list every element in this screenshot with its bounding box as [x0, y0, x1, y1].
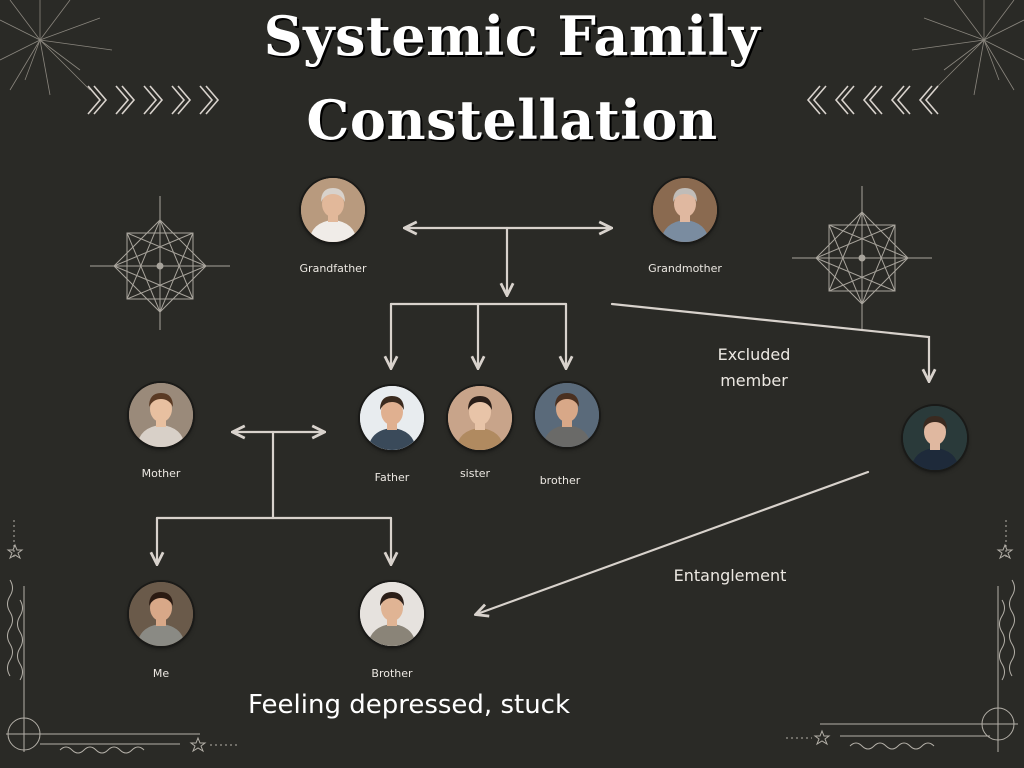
geometric-star-ornament-right — [792, 186, 932, 330]
footer-text: Feeling depressed, stuck — [248, 690, 571, 720]
chevron-ornament-right — [806, 85, 939, 115]
me-label: Me — [152, 667, 170, 680]
starburst-ornament-right — [911, 0, 1024, 96]
grandfather-label: Grandfather — [299, 262, 367, 275]
entanglement-note: Entanglement — [673, 566, 787, 585]
portrait-silhouette — [129, 383, 193, 447]
portrait-silhouette — [903, 406, 967, 470]
mother-photo — [129, 383, 193, 447]
portrait-silhouette — [360, 386, 424, 450]
brother-photo — [535, 383, 599, 447]
brother-child-photo — [360, 582, 424, 646]
excluded-member-photo — [903, 406, 967, 470]
father-photo — [360, 386, 424, 450]
excluded-note-line-2: member — [720, 371, 788, 390]
starburst-ornament-left — [0, 0, 113, 96]
arrow-to-excluded-member — [610, 302, 929, 380]
me-photo — [129, 582, 193, 646]
portrait-silhouette — [129, 582, 193, 646]
portrait-silhouette — [535, 383, 599, 447]
excluded-note-line-1: Excluded — [717, 345, 791, 364]
corner-frame-bottom-left — [6, 520, 238, 754]
mother-label: Mother — [141, 467, 181, 480]
portrait-silhouette — [448, 386, 512, 450]
sister-label: sister — [459, 467, 491, 480]
title-line-2: Constellation — [306, 88, 718, 152]
sister-photo — [448, 386, 512, 450]
grandfather-photo — [301, 178, 365, 242]
father-label: Father — [374, 471, 410, 484]
entanglement-arrow — [477, 470, 870, 614]
title-line-1: Systemic Family — [263, 4, 761, 68]
portrait-silhouette — [360, 582, 424, 646]
brother-label: brother — [539, 474, 581, 487]
chevron-ornament-left — [87, 85, 220, 115]
corner-frame-bottom-right — [786, 520, 1018, 752]
portrait-silhouette — [301, 178, 365, 242]
brother-child-label: Brother — [371, 667, 413, 680]
geometric-star-ornament-left — [90, 196, 230, 330]
grandmother-photo — [653, 178, 717, 242]
grandmother-label: Grandmother — [648, 262, 722, 275]
portrait-silhouette — [653, 178, 717, 242]
excluded-member-note: Excluded member — [694, 342, 814, 394]
